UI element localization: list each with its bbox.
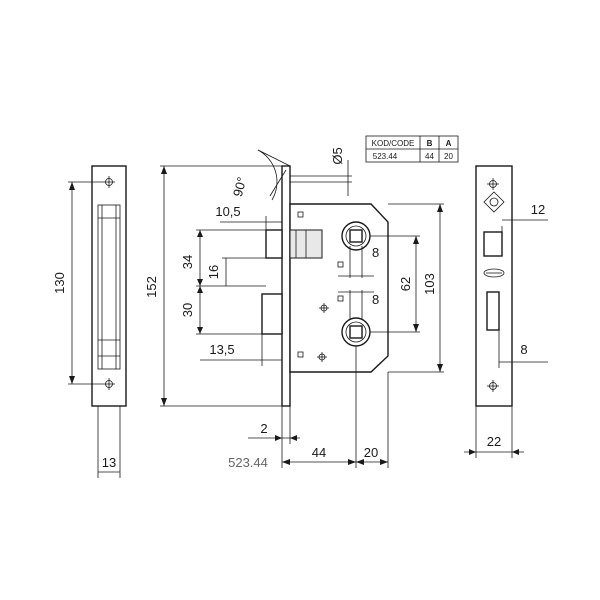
strike-latch-opening [483,231,503,257]
dim-label-103: 103 [422,273,437,295]
dim-label-diameter-5: Ø5 [330,147,345,164]
turn-spindle-icon [341,317,371,347]
faceplate-inner-slot [97,204,121,370]
dim-label-34: 34 [180,255,195,269]
dim-label-13: 13 [102,455,116,470]
dim-label-13-5: 13,5 [209,342,234,357]
dim-label-10-5: 10,5 [215,204,240,219]
strike-plate-outline [475,165,513,407]
case-screw-icon [317,352,327,362]
table-cell-code: 523.44 [373,152,398,161]
brand-logo-icon [483,191,505,213]
faceplate-outline [91,165,127,407]
table-header-b: B [427,139,433,148]
dim-label-152: 152 [144,276,159,298]
lock-case [289,203,389,373]
dim-label-62: 62 [398,277,413,291]
strike-bolt-opening [486,291,500,331]
dim-label-16: 16 [206,265,221,279]
lock-body-side-view: 90° Ø5 152 10,5 34 16 30 13,5 [144,147,444,470]
dim-label-8-strike: 8 [520,342,527,357]
screw-hole-top-icon [487,178,499,190]
dim-label-130: 130 [52,272,67,294]
dim-label-90: 90° [230,175,250,198]
table-header-code: KOD/CODE [372,139,415,148]
dim-label-12: 12 [531,202,545,217]
table-cell-a: 20 [444,152,453,161]
dead-bolt [261,293,283,335]
code-table: KOD/CODE B A 523.44 44 20 [365,135,459,163]
dim-label-30: 30 [180,303,195,317]
screw-hole-top-icon [103,176,115,188]
angle-arc-90 [257,149,278,201]
screw-hole-bottom-icon [487,380,499,392]
latch-bolt [265,229,283,259]
dim-label-8-lower: 8 [372,292,379,307]
dim-label-22: 22 [487,434,501,449]
follower-spindle-icon [341,221,371,251]
faceplate-front-view: 130 13 [52,165,127,478]
dim-label-8-upper: 8 [372,245,379,260]
product-code: 523.44 [228,455,268,470]
dim-label-2: 2 [260,421,267,436]
strike-plate-view: 12 8 22 [464,165,548,458]
front-plate [281,165,291,407]
case-screw-icon [319,303,329,313]
brand-oval-icon [483,268,505,278]
table-cell-b: 44 [425,152,434,161]
table-header-a: A [446,139,452,148]
screw-hole-bottom-icon [103,378,115,390]
dim-label-20: 20 [364,445,378,460]
dim-label-44: 44 [312,445,326,460]
